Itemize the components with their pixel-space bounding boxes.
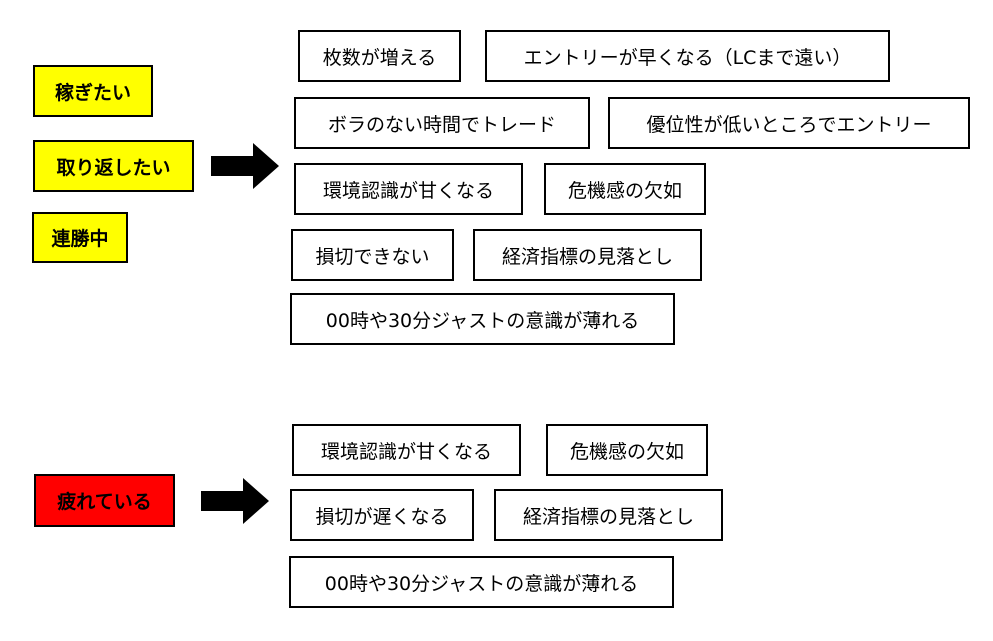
effect-box: 損切が遅くなる [290, 489, 474, 541]
effect-box: 損切できない [291, 229, 454, 281]
effect-box: 優位性が低いところでエントリー [608, 97, 970, 149]
effect-box: 経済指標の見落とし [494, 489, 723, 541]
effect-box: 環境認識が甘くなる [294, 163, 523, 215]
condition-earn: 稼ぎたい [33, 65, 153, 117]
effect-box: 00時や30分ジャストの意識が薄れる [289, 556, 674, 608]
effect-box: 00時や30分ジャストの意識が薄れる [290, 293, 675, 345]
arrow-right-icon [211, 143, 279, 189]
effect-box: 枚数が増える [298, 30, 461, 82]
effect-box: 危機感の欠如 [546, 424, 708, 476]
condition-tired: 疲れている [34, 474, 175, 527]
effect-box: 危機感の欠如 [544, 163, 706, 215]
effect-box: 環境認識が甘くなる [292, 424, 521, 476]
arrow-right-icon [201, 478, 269, 524]
effect-box: 経済指標の見落とし [473, 229, 702, 281]
effect-box: エントリーが早くなる（LCまで遠い） [485, 30, 890, 82]
effect-box: ボラのない時間でトレード [294, 97, 590, 149]
condition-winning-streak: 連勝中 [32, 212, 128, 263]
condition-recover: 取り返したい [33, 140, 194, 192]
